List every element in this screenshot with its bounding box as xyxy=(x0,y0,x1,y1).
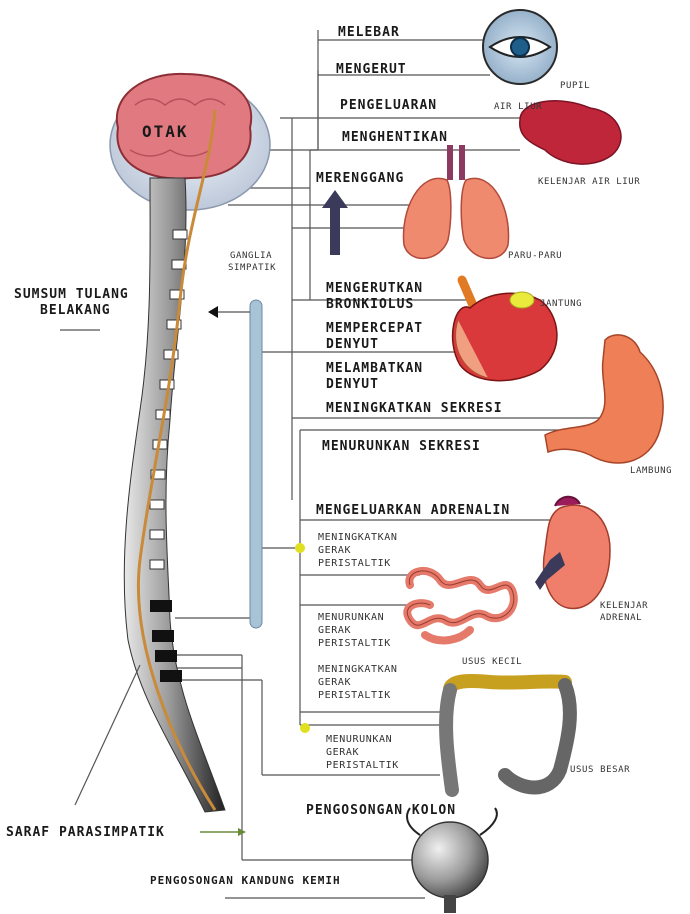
kidney-icon xyxy=(544,505,610,608)
ganglia-chain xyxy=(250,300,262,628)
salivary-gland-label: KELENJAR AIR LIUR xyxy=(538,177,640,187)
stomach-label: LAMBUNG xyxy=(630,466,672,476)
effect-colon-emptying: PENGOSONGAN KOLON xyxy=(306,803,456,818)
ganglion-dot-1 xyxy=(295,543,305,553)
heart-node xyxy=(510,292,534,308)
effect-constrict: MENGERUT xyxy=(336,62,407,77)
spinal-cord-label-2: BELAKANG xyxy=(40,303,111,318)
urethra-icon xyxy=(444,895,456,913)
ganglia-arrow xyxy=(208,306,218,318)
effect-peristalsis-down-1c: PERISTALTIK xyxy=(318,638,391,649)
small-intestine-icon xyxy=(407,571,514,641)
heart-label: JANTUNG xyxy=(540,299,582,309)
effect-accelerate-1: MEMPERCEPAT xyxy=(326,321,423,336)
up-arrow-icon xyxy=(322,190,348,255)
effect-peristalsis-down-2b: GERAK xyxy=(326,747,359,758)
left-lung-icon xyxy=(403,178,450,258)
ganglia-label-1: GANGLIA xyxy=(230,251,272,261)
spinal-cord-label-1: SUMSUM TULANG xyxy=(14,287,129,302)
effect-stop: MENGHENTIKAN xyxy=(342,130,448,145)
effect-bronchi-2: BRONKIOLUS xyxy=(326,297,414,312)
parasympathetic-label: SARAF PARASIMPATIK xyxy=(6,825,165,840)
brain-label: OTAK xyxy=(142,122,189,141)
effect-slow-2: DENYUT xyxy=(326,377,379,392)
effect-increase-secretion: MENINGKATKAN SEKRESI xyxy=(326,401,503,416)
effect-bladder-emptying: PENGOSONGAN KANDUNG KEMIH xyxy=(150,874,341,887)
effect-peristalsis-up-2b: GERAK xyxy=(318,677,351,688)
large-intestine-label: USUS BESAR xyxy=(570,765,630,775)
effect-peristalsis-down-1b: GERAK xyxy=(318,625,351,636)
effect-widen: MERENGGANG xyxy=(316,171,404,186)
spinal-column xyxy=(124,178,225,812)
effect-peristalsis-down-2c: PERISTALTIK xyxy=(326,760,399,771)
effect-peristalsis-up-2c: PERISTALTIK xyxy=(318,690,391,701)
bladder-icon xyxy=(412,822,488,898)
ganglia-label-2: SIMPATIK xyxy=(228,263,276,273)
small-intestine-label: USUS KECIL xyxy=(462,657,522,667)
effect-peristalsis-up-1a: MENINGKATKAN xyxy=(318,532,397,543)
effect-peristalsis-up-1c: PERISTALTIK xyxy=(318,558,391,569)
ganglion-dot-2 xyxy=(300,723,310,733)
right-lung-icon xyxy=(461,178,508,258)
descending-colon-icon xyxy=(505,685,570,788)
adrenal-label-1: KELENJAR xyxy=(600,601,648,611)
effect-salivation-2: AIR LIUR xyxy=(494,102,542,112)
effect-slow-1: MELAMBATKAN xyxy=(326,361,423,376)
adrenal-label-2: ADRENAL xyxy=(600,613,642,623)
effect-bronchi-1: MENGERUTKAN xyxy=(326,281,423,296)
ascending-colon-icon xyxy=(446,690,452,790)
pupil-icon xyxy=(511,38,529,56)
effect-dilate: MELEBAR xyxy=(338,25,400,40)
effect-peristalsis-up-1b: GERAK xyxy=(318,545,351,556)
effect-adrenaline: MENGELUARKAN ADRENALIN xyxy=(316,503,510,518)
effect-peristalsis-up-2a: MENINGKATKAN xyxy=(318,664,397,675)
effect-accelerate-2: DENYUT xyxy=(326,337,379,352)
effect-peristalsis-down-1a: MENURUNKAN xyxy=(318,612,384,623)
effect-salivation: PENGELUARAN xyxy=(340,98,437,113)
lungs-label: PARU-PARU xyxy=(508,251,562,261)
stomach-icon xyxy=(545,335,663,463)
effect-decrease-secretion: MENURUNKAN SEKRESI xyxy=(322,439,481,454)
effect-peristalsis-down-2a: MENURUNKAN xyxy=(326,734,392,745)
transverse-colon-icon xyxy=(450,681,565,690)
pupil-label: PUPIL xyxy=(560,81,590,91)
